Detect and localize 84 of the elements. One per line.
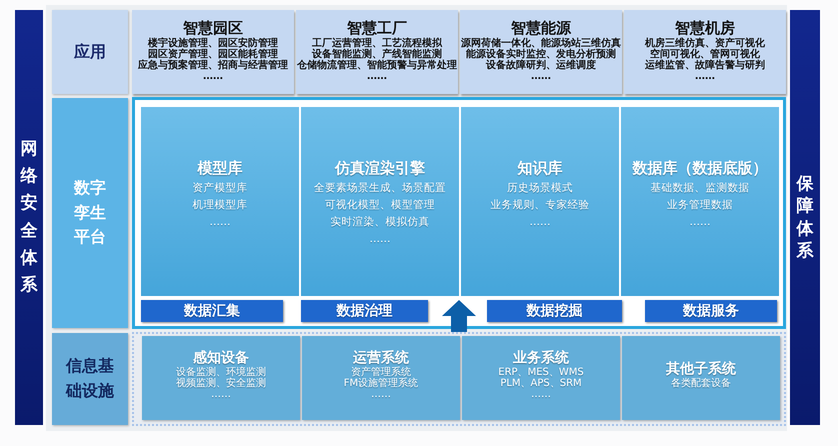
panel-title: 模型库 xyxy=(198,159,242,178)
data-bar xyxy=(645,300,777,322)
bar-label: 数据挖掘 xyxy=(526,302,582,320)
card-text: 源网荷储一体化、能源场站三维仿真 xyxy=(461,38,621,48)
panel-text: …… xyxy=(530,215,550,230)
data-bar xyxy=(487,300,622,322)
row-header xyxy=(52,98,128,328)
card-title: 业务系统 xyxy=(513,350,569,367)
vertical-band xyxy=(15,10,43,425)
panel-text: 业务管理数据 xyxy=(667,198,733,213)
row-header xyxy=(52,333,128,425)
module-panel xyxy=(301,107,459,296)
app-card xyxy=(296,10,458,94)
card-text: 园区资产管理、园区能耗管理 xyxy=(148,48,278,60)
card-title: 其他子系统 xyxy=(666,361,736,378)
panel-title: 仿真渲染引擎 xyxy=(335,159,425,178)
row-label: 信息基础设施 xyxy=(66,355,114,402)
card-text: 工厂运营管理、工艺流程模拟 xyxy=(312,38,442,48)
card-text: 资产管理系统 xyxy=(351,367,411,378)
card-text: 设备监测、环境监测 xyxy=(176,367,266,378)
card-text: PLM、APS、SRM xyxy=(500,378,582,389)
panel-title: 数据库（数据底版） xyxy=(632,159,768,178)
module-panel xyxy=(461,107,619,296)
card-text: 楼宇设施管理、园区安防管理 xyxy=(148,38,278,48)
app-card xyxy=(624,10,786,94)
platform-frame xyxy=(132,97,786,329)
card-text: 仓储物流管理、智能预警与异常处理 xyxy=(297,60,457,70)
panel-text: 机理模型库 xyxy=(192,198,248,213)
card-text: 能源设备实时监控、发电分析预测 xyxy=(466,48,616,60)
panel-text: 实时渲染、模拟仿真 xyxy=(330,215,430,230)
card-text: …… xyxy=(203,70,223,82)
row-label: 数字孪生平台 xyxy=(74,176,106,248)
panel-text: …… xyxy=(370,232,390,247)
panel-text: 基础数据、监测数据 xyxy=(650,181,750,196)
card-text: 空间可视化、管网可视化 xyxy=(650,48,760,60)
up-arrow xyxy=(442,300,476,332)
card-text: 设备智能监测、产线智能监测 xyxy=(312,48,442,60)
data-bar xyxy=(141,300,283,322)
system-card xyxy=(302,336,460,420)
system-card xyxy=(462,336,620,420)
module-panel xyxy=(621,107,779,296)
band-label: 网络安全体系 xyxy=(20,138,38,297)
panel-text: 全要素场景生成、场景配置 xyxy=(314,181,446,196)
card-text: 机房三维仿真、资产可视化 xyxy=(645,38,765,48)
row-header xyxy=(52,10,128,94)
card-text: …… xyxy=(531,70,551,82)
card-text: …… xyxy=(367,70,387,82)
panel-text: 业务规则、专家经验 xyxy=(490,198,590,213)
card-text: 视频监测、安全监测 xyxy=(176,378,266,389)
row-label: 应用 xyxy=(74,40,106,63)
card-text: 应急与预案管理、招商与经营管理 xyxy=(138,60,288,70)
card-text: …… xyxy=(695,70,715,82)
module-panel xyxy=(141,107,299,296)
card-title: 感知设备 xyxy=(193,350,249,366)
panel-text: …… xyxy=(690,215,710,230)
panel-title: 知识库 xyxy=(518,159,562,178)
card-title: 智慧园区 xyxy=(183,18,243,36)
card-title: 智慧机房 xyxy=(675,18,735,36)
band-label: 保障体系 xyxy=(796,173,814,262)
vertical-band xyxy=(790,10,820,425)
card-text: 运维监管、故障告警与研判 xyxy=(645,60,765,70)
app-card xyxy=(460,10,622,94)
system-card xyxy=(142,336,300,420)
card-text: …… xyxy=(531,389,551,400)
card-text: …… xyxy=(371,389,391,400)
system-card xyxy=(622,336,780,420)
bar-label: 数据治理 xyxy=(336,302,392,320)
card-text: 设备故障研判、运维调度 xyxy=(486,60,596,70)
panel-text: …… xyxy=(210,215,230,230)
panel-text: 历史场景模式 xyxy=(507,181,573,196)
card-text: FM设施管理系统 xyxy=(344,378,418,389)
bar-label: 数据汇集 xyxy=(184,302,240,320)
card-text: …… xyxy=(211,389,231,400)
card-title: 智慧能源 xyxy=(511,18,571,36)
data-bar xyxy=(301,300,428,322)
card-text: 各类配套设备 xyxy=(671,378,731,389)
panel-text: 可视化模型、模型管理 xyxy=(325,198,435,213)
infrastructure-frame xyxy=(132,332,786,426)
card-title: 运营系统 xyxy=(353,350,409,366)
panel-text: 资产模型库 xyxy=(192,181,248,196)
app-card xyxy=(132,10,294,94)
card-title: 智慧工厂 xyxy=(347,18,407,36)
card-text: ERP、MES、WMS xyxy=(498,367,584,378)
bar-label: 数据服务 xyxy=(683,302,739,320)
